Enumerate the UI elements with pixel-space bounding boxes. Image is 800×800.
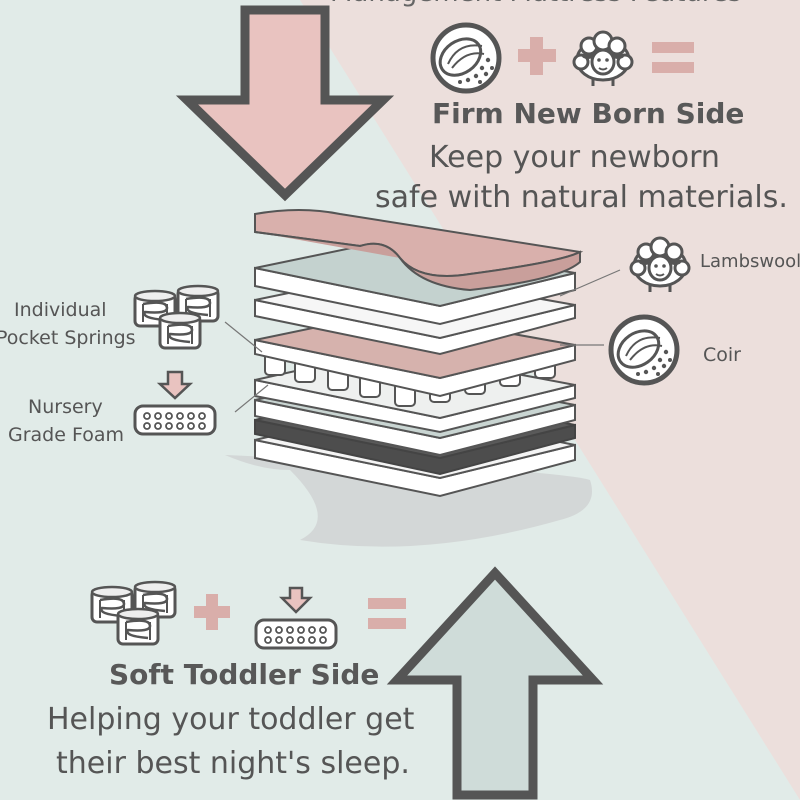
toddler-foam-icon xyxy=(254,618,338,650)
foam-icon xyxy=(133,404,217,436)
coir-label-icon xyxy=(611,317,677,383)
newborn-heading: Firm New Born Side xyxy=(432,97,745,130)
foam-label-line2: Grade Foam xyxy=(8,424,124,446)
leader-lines xyxy=(224,269,621,413)
toddler-line1: Helping your toddler get xyxy=(47,702,415,737)
lambswool-label: Lambswool xyxy=(700,251,800,272)
cut-header-title: Management Mattress Features xyxy=(330,0,742,8)
coir-label: Coir xyxy=(703,344,741,366)
springs-label-line1: Individual xyxy=(14,299,107,321)
toddler-heading: Soft Toddler Side xyxy=(109,658,380,691)
coir-icon xyxy=(433,25,499,91)
springs-label-line2: Pocket Springs xyxy=(0,327,136,349)
equals-icon xyxy=(652,42,694,73)
plus-icon xyxy=(518,37,556,75)
newborn-line1: Keep your newborn xyxy=(429,140,720,175)
newborn-line2: safe with natural materials. xyxy=(375,180,788,215)
mattress-layers xyxy=(254,209,584,498)
toddler-equals-icon xyxy=(368,598,406,629)
foam-label-line1: Nursery xyxy=(28,396,103,418)
toddler-small-arrow-icon xyxy=(278,586,314,614)
toddler-plus-icon xyxy=(194,594,230,630)
toddler-line2: their best night's sleep. xyxy=(56,746,410,781)
up-arrow-icon xyxy=(386,566,604,800)
down-arrow-icon xyxy=(175,5,395,202)
small-down-arrow-icon xyxy=(156,370,194,400)
